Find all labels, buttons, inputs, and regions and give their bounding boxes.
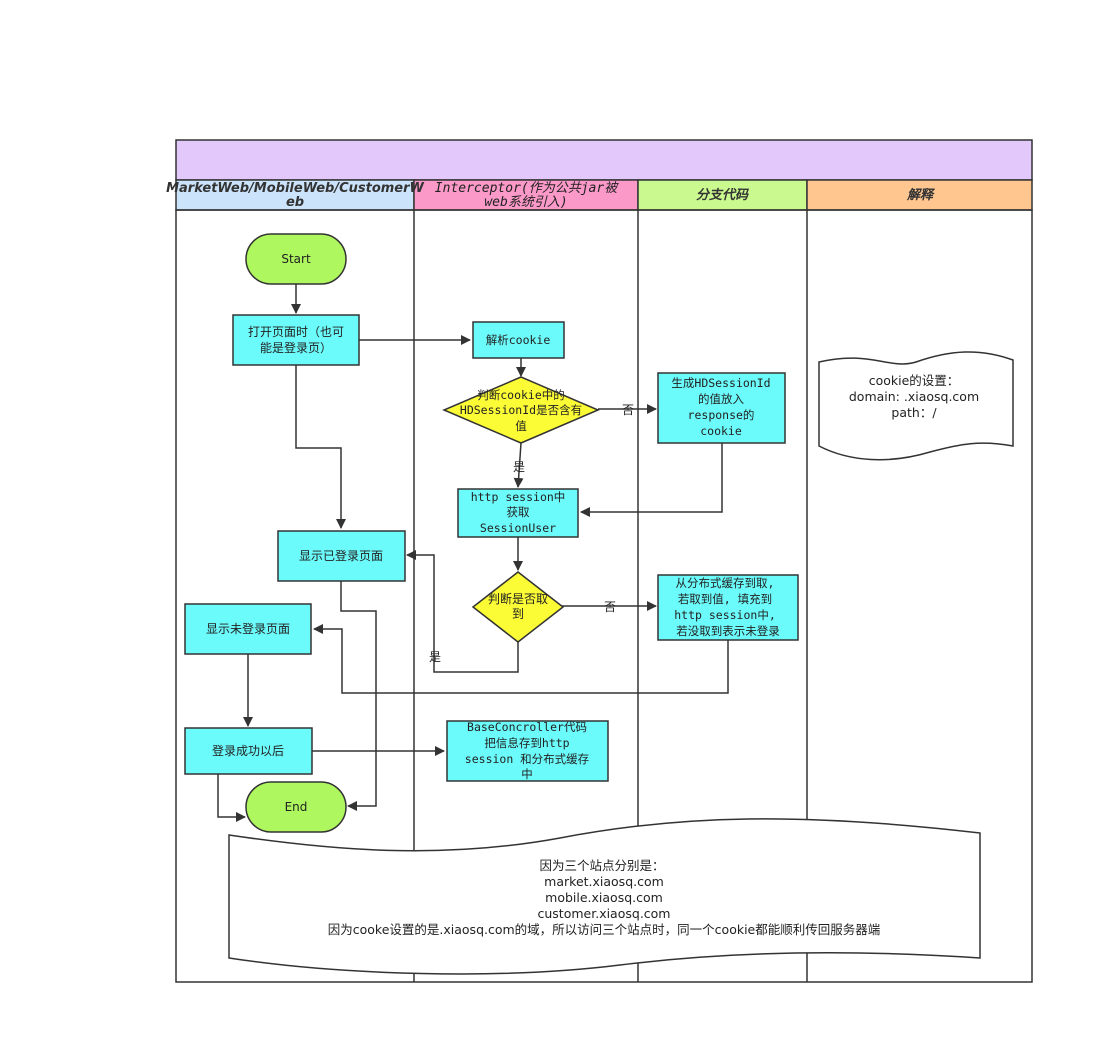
base-controller-line2: 把信息存到http [484, 736, 569, 750]
label-no-1: 否 [622, 403, 634, 417]
start-label: Start [281, 252, 311, 266]
bottom-note-line5: 因为cooke设置的是.xiaosq.com的域，所以访问三个站点时，同一个co… [328, 922, 881, 937]
bottom-note-line2: market.xiaosq.com [544, 874, 664, 889]
check-cookie-line1: 判断cookie中的 [477, 388, 565, 402]
base-controller-line1: BaseConcroller代码 [467, 720, 587, 734]
edge-check-session [513, 442, 524, 488]
edge-gen-session [580, 443, 723, 517]
bottom-note-line3: mobile.xiaosq.com [545, 890, 663, 905]
edge-check2-logged [406, 550, 519, 673]
label-yes-1: 是 [513, 460, 525, 474]
session-line3: SessionUser [480, 521, 556, 535]
session-line1: http session中 [471, 490, 566, 504]
fetch-cache-line4: 若没取到表示未登录 [676, 624, 780, 638]
cookie-note-line1: cookie的设置： [869, 373, 960, 388]
pool-header [175, 139, 1033, 181]
show-not-logged-in-label: 显示未登录页面 [206, 621, 290, 636]
open-page-process [232, 314, 360, 366]
lane-header-web [175, 179, 415, 211]
lane-title-interceptor-line2: web系统引入) [484, 195, 567, 210]
label-no-2: 否 [604, 600, 616, 614]
end-terminal [245, 781, 347, 833]
lane-header-interceptor [413, 179, 639, 211]
bottom-note-line4: customer.xiaosq.com [538, 906, 671, 921]
start-terminal [245, 233, 347, 285]
parse-cookie-label: 解析cookie [486, 333, 551, 347]
fetch-cache-process [657, 574, 799, 641]
show-not-logged-in-process [184, 603, 312, 655]
fetch-cache-line2: 若取到值, 填充到 [678, 592, 772, 606]
gen-session-line3: response的 [688, 408, 755, 422]
pool-body [175, 209, 1033, 983]
edge-open-logged [295, 365, 346, 529]
lane-title-web-line2: eb [286, 195, 304, 210]
lane-title-branch: 分支代码 [696, 187, 750, 203]
check-cookie-line2: HDSessionId是否含有 [460, 403, 582, 417]
open-page-line2: 能是登录页） [260, 340, 332, 355]
check-fetched-decision [471, 571, 565, 643]
end-label: End [285, 800, 308, 814]
check-fetched-line2: 到 [512, 607, 524, 621]
cookie-note-shape [818, 351, 1014, 461]
session-line2: 获取 [507, 505, 530, 519]
open-page-line1: 打开页面时（也可 [248, 325, 344, 339]
base-controller-process [446, 720, 609, 782]
session-process [457, 488, 579, 538]
lane-title-explain: 解释 [906, 187, 936, 203]
lane-title-interceptor-line1: Interceptor(作为公共jar被 [435, 181, 619, 196]
bottom-note-shape [228, 818, 981, 975]
base-controller-line4: 中 [521, 767, 533, 781]
check-fetched-line1: 判断是否取 [488, 591, 548, 606]
cookie-note-line2: domain: .xiaosq.com [849, 389, 979, 404]
base-controller-line3: session 和分布式缓存 [465, 752, 589, 766]
gen-session-line1: 生成HDSessionId [671, 376, 770, 390]
check-cookie-line3: 值 [515, 419, 527, 433]
gen-session-line4: cookie [700, 424, 742, 438]
edge-after-end [217, 774, 246, 822]
show-logged-in-label: 显示已登录页面 [299, 548, 383, 563]
label-yes-2: 是 [429, 650, 441, 664]
after-login-label: 登录成功以后 [212, 743, 284, 758]
fetch-cache-line3: http session中, [674, 608, 776, 622]
gen-session-line2: 的值放入 [698, 392, 744, 406]
after-login-process [184, 727, 313, 775]
fetch-cache-line1: 从分布式缓存到取, [676, 576, 775, 590]
lane-title-web-line1: MarketWeb/MobileWeb/CustomerW [166, 181, 424, 196]
bottom-note-line1: 因为三个站点分别是： [539, 858, 664, 873]
parse-cookie-process [472, 321, 565, 359]
cookie-note-line3: path：/ [891, 405, 937, 420]
check-cookie-decision [442, 376, 600, 444]
gen-session-process [657, 372, 786, 444]
edge-fetch-notlogged [313, 624, 729, 694]
lane-header-explain [806, 179, 1033, 211]
edge-logged-end [340, 581, 377, 811]
show-logged-in-process [277, 530, 406, 582]
